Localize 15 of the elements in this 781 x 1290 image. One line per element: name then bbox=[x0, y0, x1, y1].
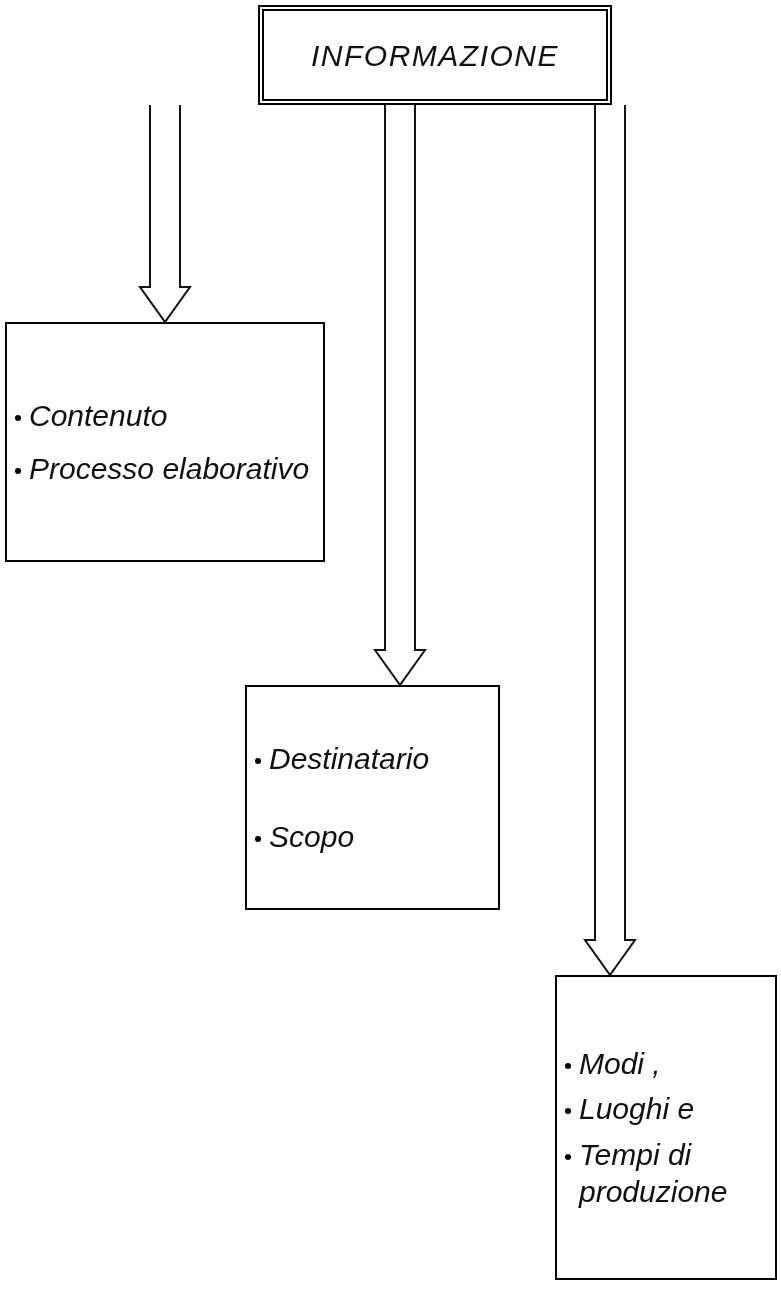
hollow-arrow bbox=[583, 104, 637, 977]
bullet-text: Contenuto bbox=[29, 397, 168, 434]
bullet-text: Destinatario bbox=[269, 741, 430, 777]
hollow-arrow bbox=[138, 104, 192, 324]
bullet-list-box bbox=[555, 975, 777, 1280]
bullet-text: Luoghi e bbox=[579, 1091, 695, 1127]
bullet-list-box bbox=[5, 322, 325, 562]
bullet-list-box bbox=[245, 685, 500, 910]
title-box bbox=[258, 5, 612, 105]
title-text: INFORMAZIONE bbox=[311, 37, 559, 74]
hollow-arrow bbox=[373, 104, 427, 687]
bullet-text: Processo elaborativo bbox=[29, 451, 310, 487]
bullet-text: Scopo bbox=[269, 818, 355, 855]
bullet-text: Tempi di produzione bbox=[579, 1136, 729, 1210]
bullet-text: Modi , bbox=[579, 1045, 661, 1082]
